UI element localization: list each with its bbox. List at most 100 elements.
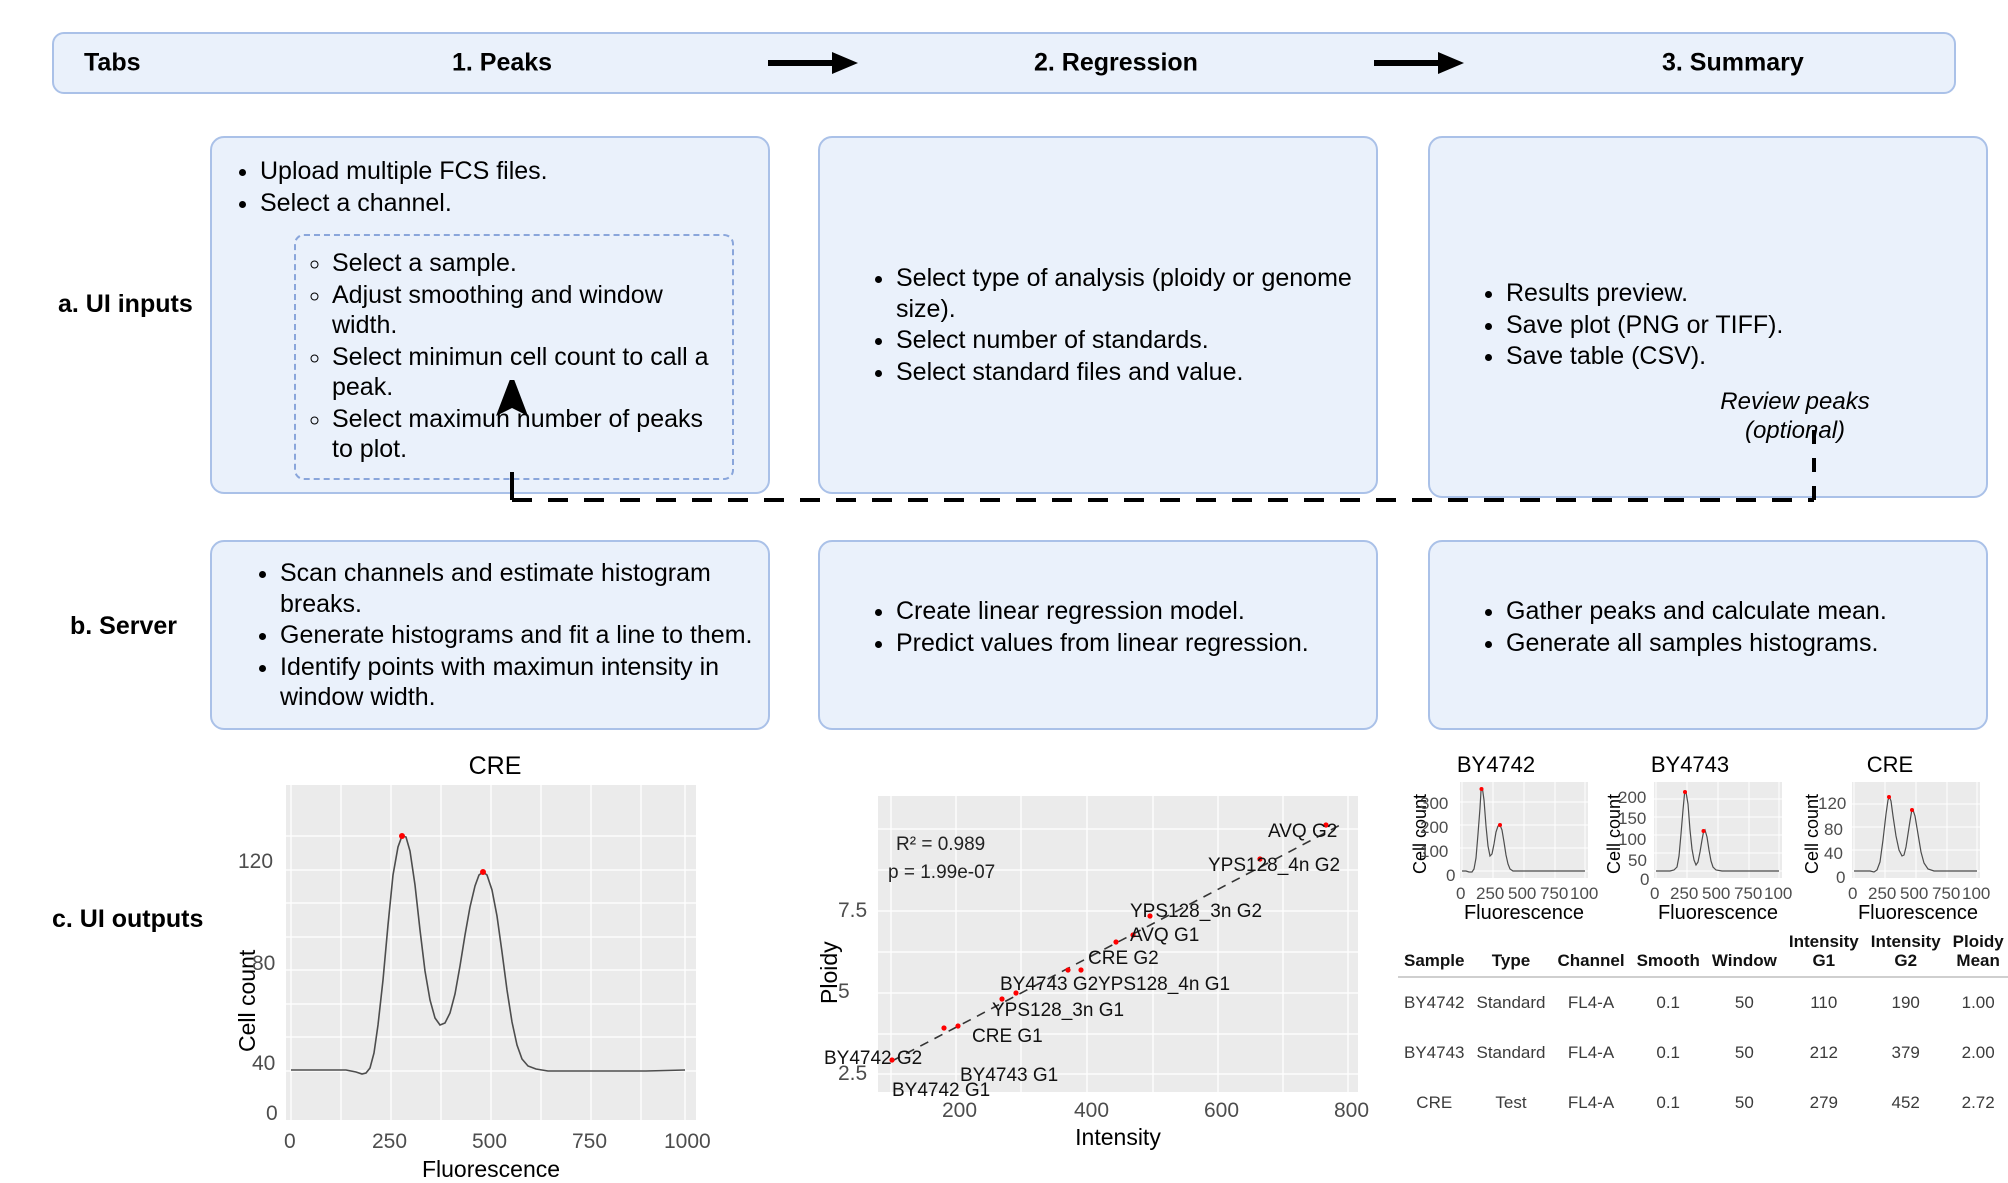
x-tick-label: 100	[1962, 884, 1991, 903]
list-item: Generate histograms and fit a line to th…	[280, 620, 754, 651]
cell-intensity-g2: 379	[1891, 1043, 1920, 1063]
x-tick-label: 750	[572, 1130, 608, 1153]
by4742-histogram-canvas	[1460, 782, 1588, 878]
review-peaks-note-line2: (optional)	[1744, 416, 1846, 444]
y-tick-label: 40	[1824, 844, 1843, 863]
x-tick-label: 0	[1650, 884, 1660, 903]
list-item: Select standard files and value.	[896, 357, 1362, 388]
cell-channel: FL4-A	[1567, 1043, 1615, 1063]
cre-main-histogram-plot: CRE Cell count 120 80 40 0	[200, 752, 790, 1182]
x-tick-label: 0	[284, 1130, 296, 1153]
point-label: YPS128_4n G1	[1098, 974, 1231, 995]
peak-marker	[480, 869, 486, 875]
by4743-histogram-title: BY4743	[1650, 752, 1730, 777]
y-tick-label: 80	[1824, 820, 1843, 839]
data-point	[1323, 822, 1329, 828]
point-label: YPS128_4n G2	[1208, 855, 1341, 876]
cell-ploidy-mean: 2.00	[1961, 1043, 1995, 1063]
data-point	[1130, 932, 1136, 938]
y-tick-label: 200	[1618, 788, 1647, 807]
x-tick-label: 750	[1932, 884, 1961, 903]
data-point	[941, 1025, 947, 1031]
list-item: Save table (CSV).	[1506, 341, 1972, 372]
cell-window: 50	[1734, 993, 1754, 1013]
cell-smooth: 0.1	[1656, 993, 1681, 1013]
list-item: Scan channels and estimate histogram bre…	[280, 558, 754, 619]
data-point	[1147, 913, 1153, 919]
y-tick-label: 80	[252, 952, 276, 975]
peak-marker	[1910, 808, 1914, 812]
x-tick-label: 200	[942, 1099, 978, 1122]
list-item: Select type of analysis (ploidy or genom…	[896, 263, 1362, 324]
peak-marker	[1498, 823, 1502, 827]
y-tick-label: 200	[1420, 818, 1449, 837]
ui-inputs-peaks-options-box: Select a sample. Adjust smoothing and wi…	[294, 234, 734, 480]
y-tick-label: 7.5	[838, 899, 868, 922]
y-tick-label: 120	[238, 850, 274, 873]
cell-window: 50	[1734, 1093, 1754, 1113]
review-peaks-note: Review peaks (optional)	[1690, 388, 1900, 446]
tabs-row-label: Tabs	[84, 48, 141, 77]
ui-inputs-peaks-panel: Upload multiple FCS files. Select a chan…	[210, 136, 770, 494]
list-item: Identify points with maximun intensity i…	[280, 652, 754, 713]
cell-sample: BY4742	[1404, 993, 1465, 1013]
y-tick-label: 50	[1628, 851, 1647, 870]
column-header-window: Window	[1711, 951, 1777, 971]
cell-intensity-g2: 190	[1891, 993, 1920, 1013]
y-tick-label: 100	[1618, 830, 1647, 849]
regression-scatter-canvas	[878, 796, 1358, 1092]
x-tick-label: 100	[1764, 884, 1793, 903]
column-header-type: Type	[1491, 951, 1531, 971]
ui-inputs-peaks-sublist: Select a sample. Adjust smoothing and wi…	[300, 248, 710, 465]
y-tick-label: 2.5	[838, 1062, 868, 1085]
point-label: CRE G1	[972, 1026, 1043, 1047]
list-item: Create linear regression model.	[896, 596, 1362, 627]
regression-xlabel: Intensity	[1075, 1124, 1161, 1150]
tabs-bar: Tabs 1. Peaks 2. Regression 3. Summary	[52, 32, 1956, 94]
x-tick-label: 1000	[664, 1130, 711, 1153]
x-tick-label: 750	[1540, 884, 1569, 903]
column-header-sample: Sample	[1404, 951, 1465, 971]
y-tick-label: 0	[1446, 866, 1456, 885]
tab-regression[interactable]: 2. Regression	[1034, 48, 1198, 77]
data-point	[1013, 990, 1019, 996]
server-summary-list: Gather peaks and calculate mean. Generat…	[1476, 596, 1972, 658]
peak-marker	[399, 833, 405, 839]
data-point	[1257, 856, 1263, 862]
table-row: CRE Test FL4-A 0.1 50 279 452 2.72 3	[1398, 1078, 2008, 1128]
row-label-ui-inputs: a. UI inputs	[58, 290, 193, 318]
point-label: YPS128_3n G1	[992, 1000, 1125, 1021]
cre-small-histogram-plot: CRE Cell count 120 80 40 0 0 250 500 750…	[1790, 752, 1990, 942]
cell-smooth: 0.1	[1656, 1043, 1681, 1063]
cell-ploidy-mean: 2.72	[1961, 1093, 1995, 1113]
y-tick-label: 120	[1818, 794, 1847, 813]
summary-results-table: Sample Type Channel Smooth Window Intens…	[1398, 930, 2008, 1128]
ui-inputs-regression-list: Select type of analysis (ploidy or genom…	[866, 263, 1362, 387]
column-header-smooth: Smooth	[1636, 951, 1700, 971]
server-regression-list: Create linear regression model. Predict …	[866, 596, 1362, 658]
tab-peaks[interactable]: 1. Peaks	[452, 48, 553, 77]
point-label: CRE G2	[1088, 948, 1159, 969]
cell-type: Test	[1495, 1093, 1527, 1113]
tab-summary[interactable]: 3. Summary	[1662, 48, 1804, 77]
server-summary-panel: Gather peaks and calculate mean. Generat…	[1428, 540, 1988, 730]
table-row: BY4742 Standard FL4-A 0.1 50 110 190 1.0…	[1398, 977, 2008, 1028]
point-label: AVQ G2	[1268, 821, 1338, 842]
cre-main-histogram-title: CRE	[468, 752, 522, 780]
ui-inputs-summary-panel: Results preview. Save plot (PNG or TIFF)…	[1428, 136, 1988, 498]
x-tick-label: 500	[1508, 884, 1537, 903]
cell-smooth: 0.1	[1656, 1093, 1681, 1113]
right-arrow-icon	[768, 52, 858, 74]
x-tick-label: 100	[1570, 884, 1599, 903]
list-item: Select number of standards.	[896, 325, 1362, 356]
cre-small-histogram-canvas	[1852, 782, 1980, 878]
cell-channel: FL4-A	[1567, 1093, 1615, 1113]
cell-type: Standard	[1476, 1043, 1546, 1063]
y-tick-label: 0	[1640, 870, 1650, 889]
cre-small-histogram-title: CRE	[1866, 752, 1914, 777]
peak-marker	[1701, 829, 1706, 833]
regression-pvalue-annotation: p = 1.99e-07	[888, 862, 996, 883]
ui-inputs-peaks-list: Upload multiple FCS files. Select a chan…	[230, 156, 754, 218]
cre-main-histogram-xlabel: Fluorescence	[421, 1156, 561, 1182]
column-header-intensity-g2: Intensity G2	[1870, 932, 1941, 971]
